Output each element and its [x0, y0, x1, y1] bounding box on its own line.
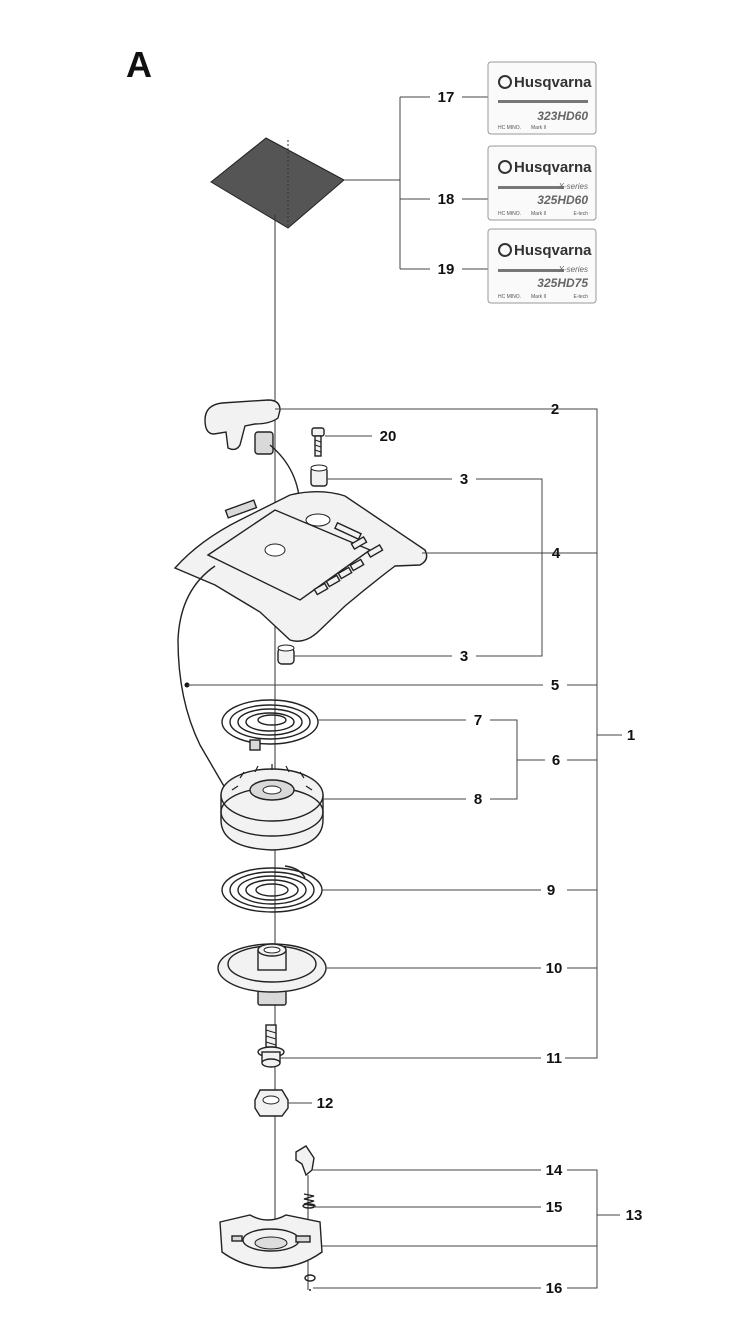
cover-vent-slots	[313, 521, 384, 596]
callout-13: 13	[626, 1207, 643, 1224]
svg-text:HC MINO.: HC MINO.	[498, 294, 521, 300]
callout-6: 6	[552, 752, 560, 769]
svg-text:Husqvarna: Husqvarna	[514, 159, 592, 176]
callout-3-upper: 3	[460, 471, 468, 488]
svg-text:325HD75: 325HD75	[537, 276, 588, 290]
section-label: A	[126, 44, 152, 85]
decal-label-18: Husqvarna X-series 325HD60 HC MINO. Mark…	[487, 145, 597, 221]
decal-label-17: Husqvarna 323HD60 HC MINO. Mark II	[487, 61, 597, 135]
leader-lines	[187, 408, 622, 1289]
callout-14: 14	[546, 1162, 563, 1179]
callout-18: 18	[438, 191, 455, 208]
callout-1: 1	[627, 727, 635, 744]
pulley-part	[220, 764, 324, 851]
svg-text:Mark II: Mark II	[531, 211, 546, 217]
bolt-part	[257, 1024, 285, 1068]
svg-text:325HD60: 325HD60	[537, 193, 588, 207]
callout-15: 15	[546, 1199, 563, 1216]
svg-text:Husqvarna: Husqvarna	[514, 242, 592, 259]
callout-17: 17	[438, 89, 455, 106]
screw-part	[311, 427, 325, 457]
callout-2: 2	[551, 401, 559, 418]
callout-10: 10	[546, 960, 563, 977]
svg-text:E-tech: E-tech	[574, 294, 589, 300]
svg-text:Mark II: Mark II	[531, 125, 546, 131]
svg-text:X-series: X-series	[558, 182, 588, 191]
spring-housing-part	[217, 943, 327, 1006]
bushing-lower-part	[277, 644, 295, 665]
decal-plate-part	[210, 137, 345, 229]
pawl-part	[295, 1145, 315, 1177]
callout-8: 8	[474, 791, 482, 808]
callout-12: 12	[317, 1095, 334, 1112]
callout-11: 11	[546, 1050, 562, 1067]
svg-text:Mark II: Mark II	[531, 294, 546, 300]
circlip-part	[304, 1274, 316, 1291]
pawl-spring-part	[302, 1193, 316, 1209]
callout-16: 16	[546, 1280, 563, 1297]
starter-cord-part	[177, 565, 233, 801]
callout-7: 7	[474, 712, 482, 729]
svg-text:E-tech: E-tech	[574, 211, 589, 217]
recoil-spring-upper-part	[221, 699, 319, 751]
callout-4: 4	[552, 545, 561, 562]
svg-text:Husqvarna: Husqvarna	[514, 74, 592, 91]
callout-9: 9	[547, 882, 555, 899]
decal-bracket-leader	[344, 96, 488, 270]
callout-5: 5	[551, 677, 559, 694]
callout-19: 19	[438, 261, 455, 278]
svg-text:323HD60: 323HD60	[537, 109, 588, 123]
svg-text:X-series: X-series	[558, 265, 588, 274]
svg-text:HC MINO.: HC MINO.	[498, 211, 521, 217]
spring-lower-part	[221, 865, 323, 913]
callout-20: 20	[380, 428, 397, 445]
starter-handle-part	[204, 399, 301, 511]
bushing-upper-part	[310, 464, 328, 487]
starter-hub-part	[219, 1214, 323, 1269]
callout-3-lower: 3	[460, 648, 468, 665]
decal-label-19: Husqvarna X-series 325HD75 HC MINO. Mark…	[487, 228, 597, 304]
nut-part	[254, 1089, 289, 1117]
starter-cover-part	[173, 491, 428, 642]
svg-text:HC MINO.: HC MINO.	[498, 125, 521, 131]
